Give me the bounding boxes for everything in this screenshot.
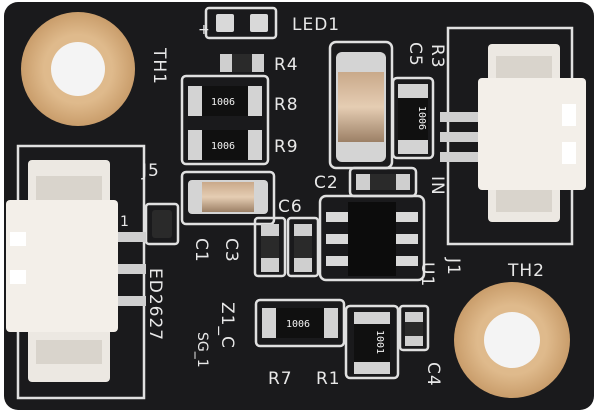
- label-r4: R4: [274, 55, 299, 75]
- label-z1c: Z1_C: [217, 302, 237, 349]
- label-r1: R1: [316, 369, 341, 389]
- r8-resistor: 1006: [188, 86, 262, 116]
- label-c4: C4: [423, 362, 443, 387]
- c4-capacitor: [405, 312, 423, 346]
- connector-j1: [440, 44, 586, 222]
- label-r7: R7: [268, 369, 293, 389]
- r9-marking: 1006: [211, 141, 235, 152]
- connector-j5: [6, 160, 146, 382]
- label-c1: C1: [191, 238, 211, 263]
- led1-pads: [216, 14, 268, 32]
- label-r8: R8: [274, 95, 299, 115]
- label-th1: TH1: [149, 47, 169, 85]
- j5-pad: [152, 210, 172, 238]
- label-led1: LED1: [292, 15, 340, 35]
- label-in: IN: [427, 176, 447, 196]
- r8-marking: 1006: [211, 97, 235, 108]
- r1-marking: 1001: [374, 330, 385, 354]
- label-j1: J1: [443, 257, 463, 276]
- c3-capacitor: [261, 224, 279, 272]
- r5-resistor: 1006: [398, 84, 428, 154]
- label-r9: R9: [274, 137, 299, 157]
- c2-capacitor: [356, 174, 410, 190]
- label-c6: C6: [278, 197, 303, 217]
- label-ed2627: ED2627: [145, 268, 165, 341]
- u1-chip: [326, 202, 418, 276]
- r7-marking: 1006: [286, 319, 310, 330]
- r5-marking: 1006: [416, 106, 427, 130]
- label-c2: C2: [314, 173, 339, 193]
- pcb-board: [4, 2, 594, 410]
- r9-resistor: 1006: [188, 130, 262, 160]
- r7-resistor: 1006: [262, 308, 338, 338]
- pin1-marker-j5: 1: [120, 214, 129, 230]
- r4-resistor: [220, 54, 264, 72]
- label-c3: C3: [221, 238, 241, 263]
- label-r3: R3: [427, 44, 447, 69]
- label-j5: J5: [141, 161, 160, 181]
- label-u1: U1: [417, 262, 437, 287]
- c6-capacitor: [188, 180, 268, 214]
- label-sg1: SG_1: [194, 332, 210, 368]
- c1-capacitor: [294, 224, 312, 272]
- label-th2: TH2: [507, 261, 545, 281]
- label-c5: C5: [405, 42, 425, 67]
- r1-resistor: 1001: [354, 312, 390, 374]
- c5-capacitor: [336, 52, 386, 162]
- led-polarity-marker: +: [198, 22, 210, 38]
- mounting-hole-th2: [454, 282, 570, 398]
- mounting-hole-th1: [21, 12, 135, 126]
